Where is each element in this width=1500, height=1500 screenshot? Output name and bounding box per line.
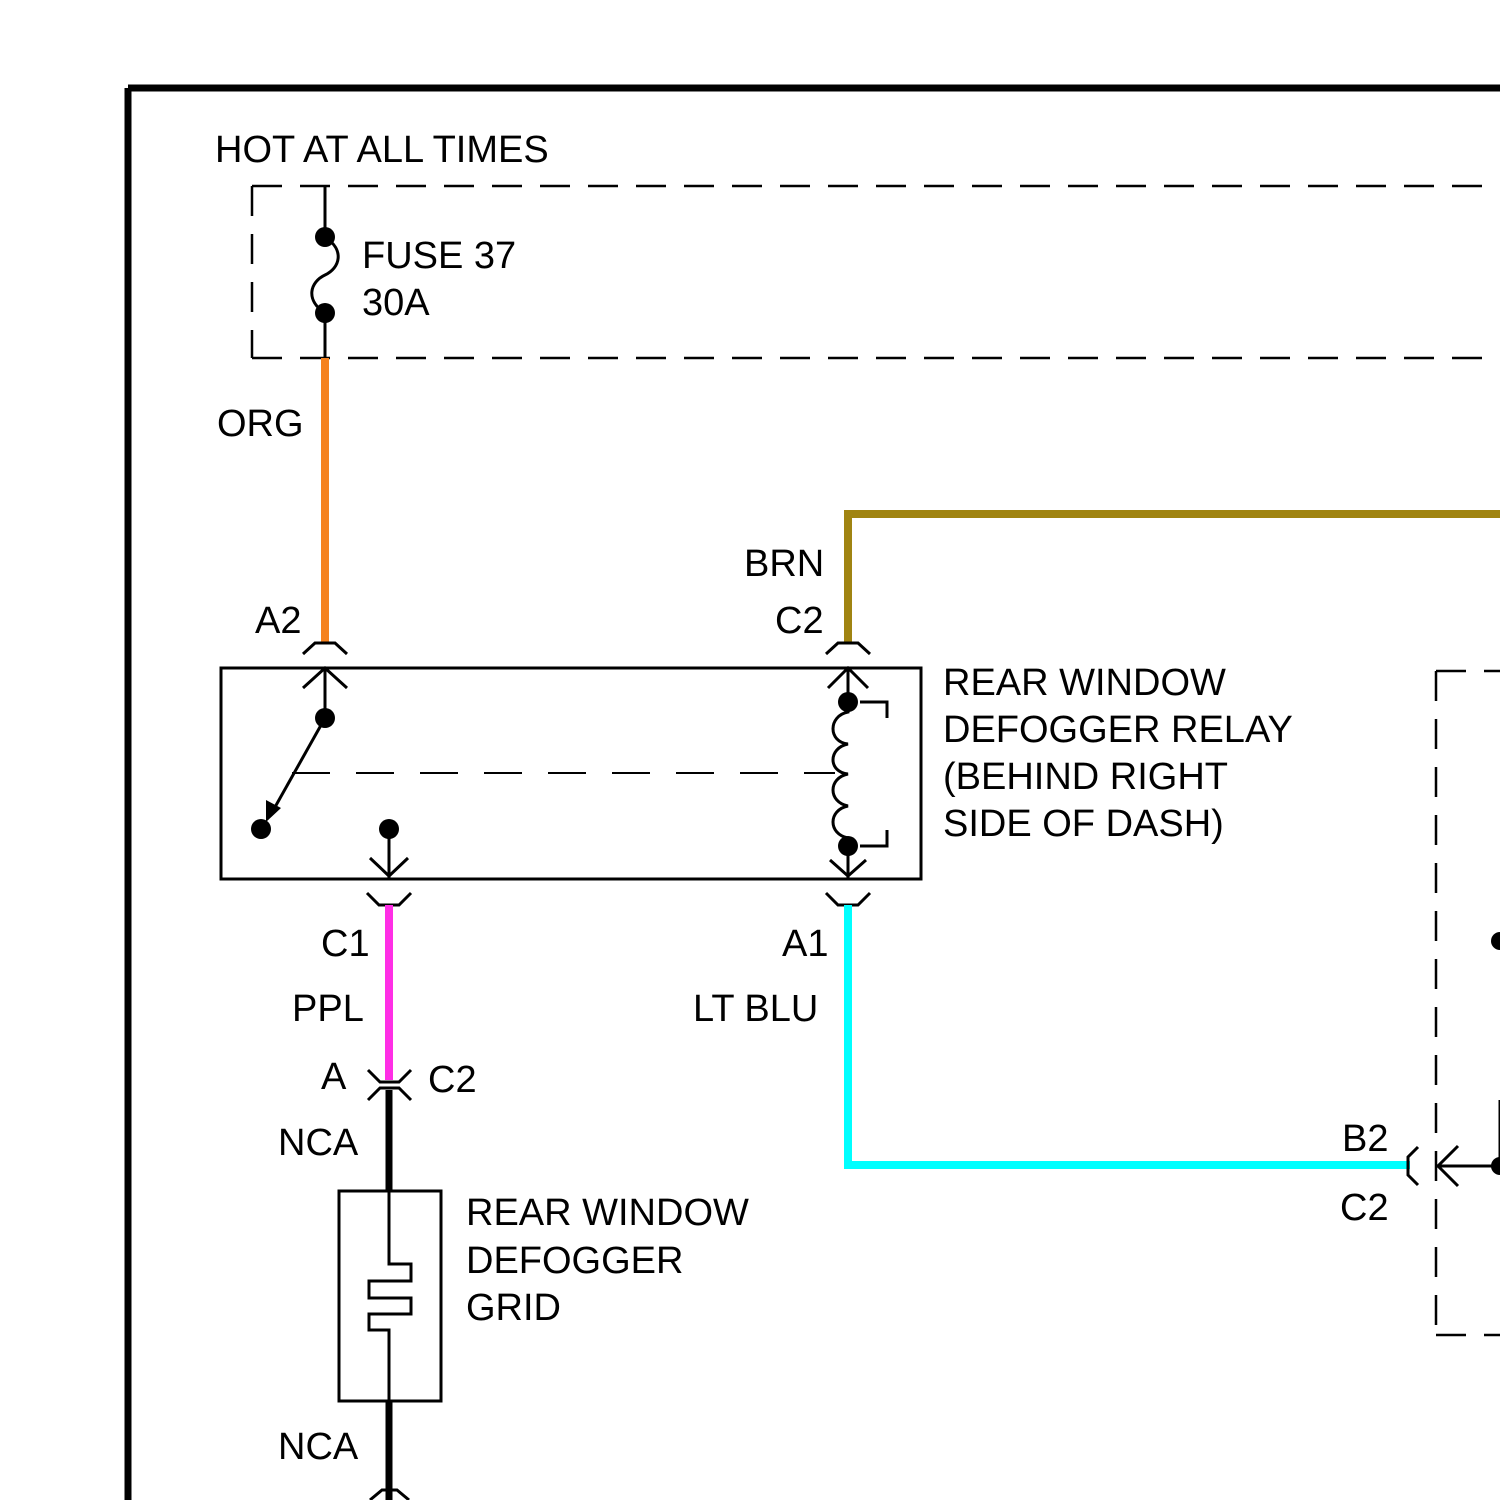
relay-title-line-4: SIDE OF DASH) [943, 803, 1224, 845]
relay-coil [828, 668, 887, 879]
wire-brn [848, 514, 1500, 643]
wire-org-label: ORG [217, 403, 304, 445]
wire-lt-blu-label: LT BLU [693, 988, 818, 1030]
grid-title-line-2: DEFOGGER [466, 1240, 683, 1282]
fuse-name-label: FUSE 37 [362, 235, 516, 277]
right-module-pin-label: B2 [1342, 1118, 1388, 1160]
connector-c2-pin-label: A [321, 1056, 347, 1098]
right-module-connector-b2 [1408, 1100, 1500, 1186]
right-module-connector-label: C2 [1340, 1187, 1389, 1229]
relay-pin-a2-label: A2 [255, 600, 301, 642]
relay-title-line-2: DEFOGGER RELAY [943, 709, 1293, 751]
wire-nca-bottom-label: NCA [278, 1426, 359, 1468]
relay-pin-c2-label: C2 [775, 600, 824, 642]
connector-a1-bottom [826, 893, 870, 905]
hot-at-all-times-label: HOT AT ALL TIMES [215, 129, 549, 171]
wire-nca-top-label: NCA [278, 1122, 359, 1164]
relay-pin-c1-label: C1 [321, 923, 370, 965]
connector-c2-name-label: C2 [428, 1059, 477, 1101]
connector-c1-bottom [367, 893, 411, 905]
relay-pin-a1-label: A1 [782, 923, 828, 965]
grid-title-line-3: GRID [466, 1287, 561, 1329]
right-module-enclosure [1436, 671, 1500, 1335]
fuse-rating-label: 30A [362, 282, 430, 324]
defogger-grid-element [369, 1191, 411, 1401]
connector-a2-top [303, 643, 347, 654]
wire-brn-label: BRN [744, 543, 824, 585]
wire-ppl-label: PPL [292, 988, 364, 1030]
wire-lt-blu [848, 905, 1410, 1165]
right-module-terminal-upper [1491, 932, 1500, 950]
relay-title-line-3: (BEHIND RIGHT [943, 756, 1228, 798]
fuse-37 [312, 186, 338, 358]
grid-title-line-1: REAR WINDOW [466, 1192, 749, 1234]
relay-title-line-1: REAR WINDOW [943, 662, 1226, 704]
diagram-frame [128, 88, 1500, 1500]
connector-c2-top [826, 643, 870, 654]
